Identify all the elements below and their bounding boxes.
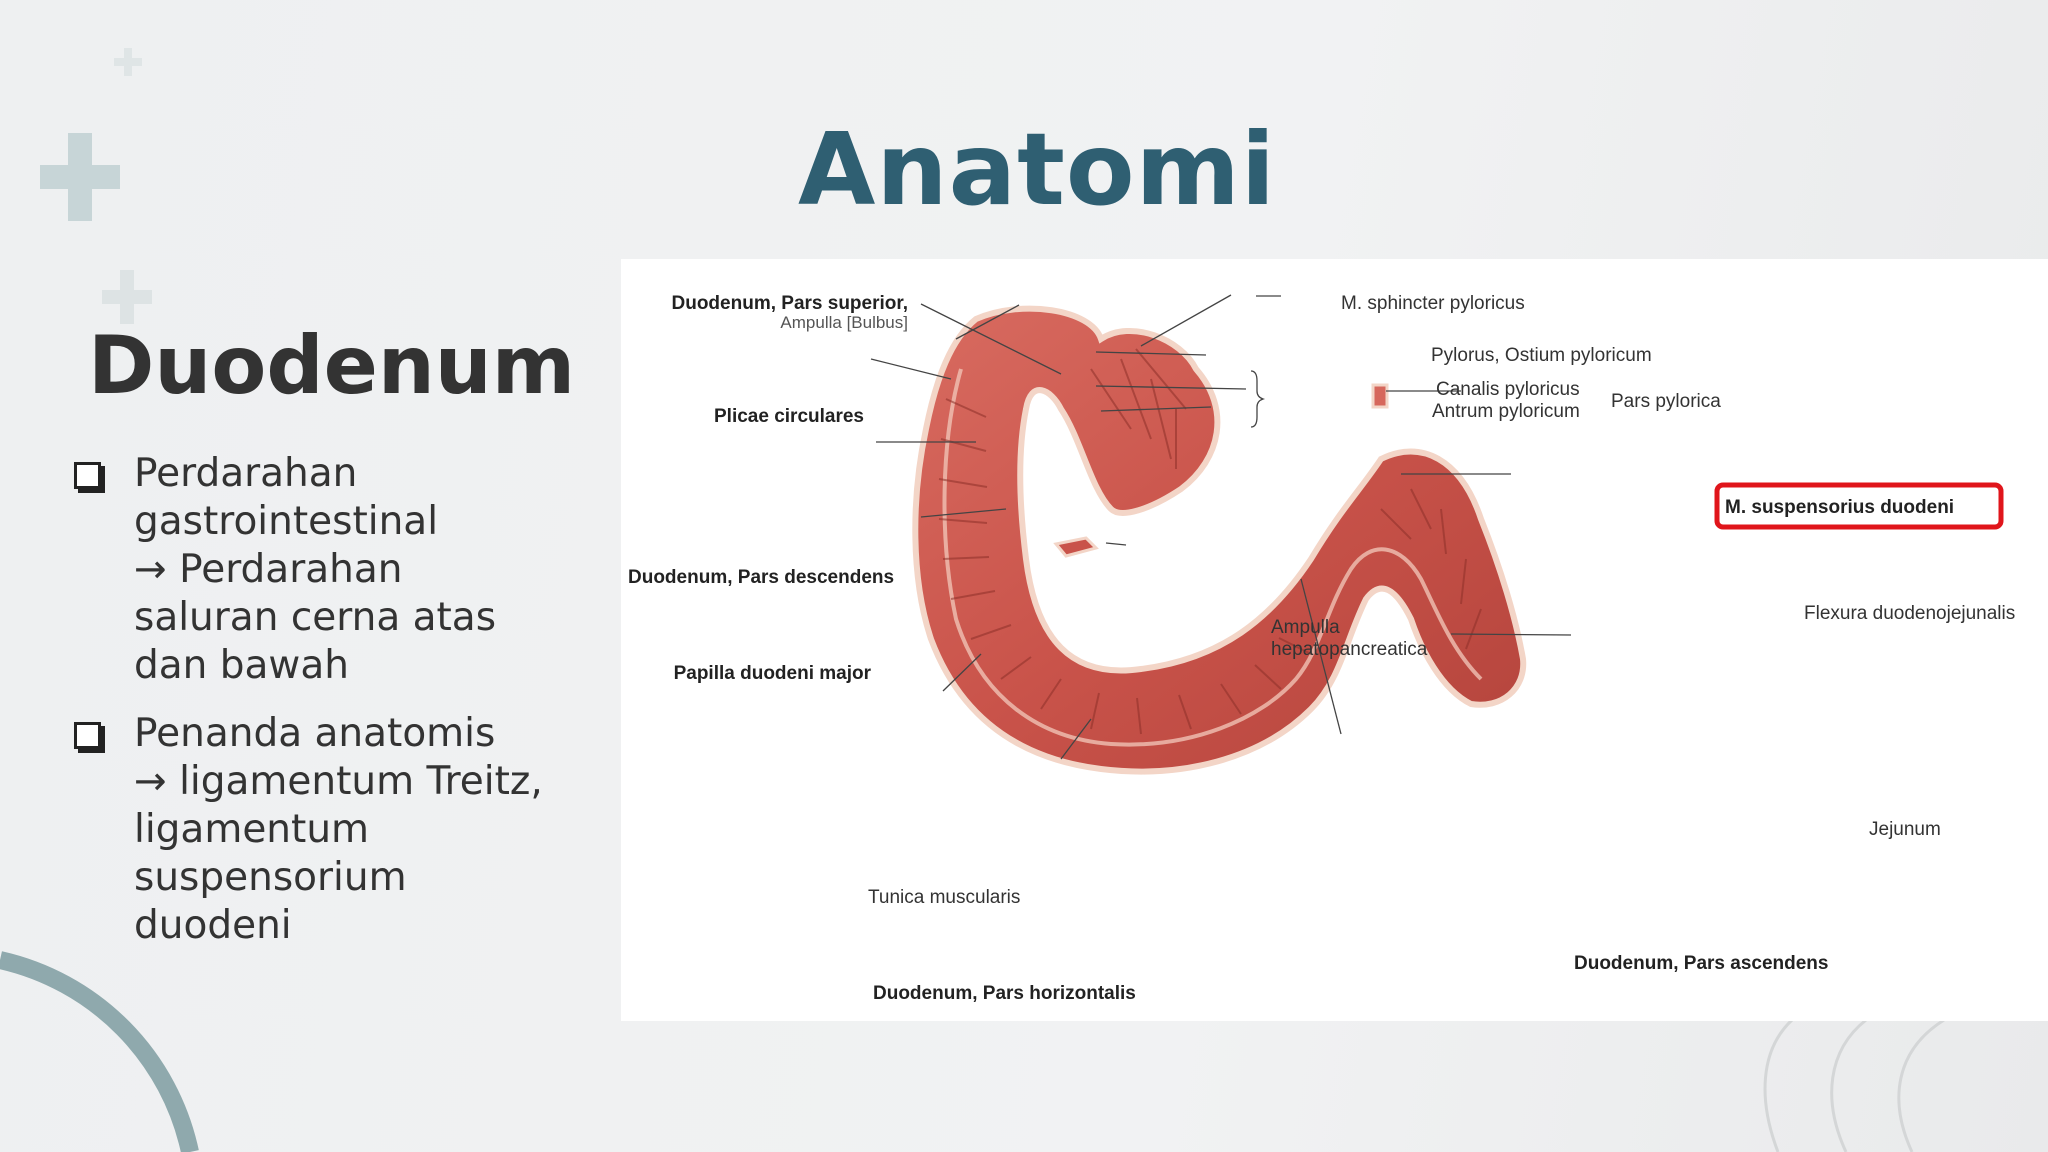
label-flexura-duodenojejunalis: Flexura duodenojejunalis <box>1804 603 2015 624</box>
thin-arc-decoration-2 <box>1830 1018 1867 1152</box>
slide-title: Anatomi <box>798 111 1277 228</box>
bullet-line: suspensorium <box>134 855 407 900</box>
plus-decoration-small <box>114 48 142 76</box>
suspensory-muscle-stub <box>1371 383 1389 409</box>
bullet-line: dan bawah <box>134 643 349 688</box>
duodenum-body <box>912 305 1527 775</box>
label-ampulla-bulbus: Ampulla [Bulbus] <box>780 313 908 332</box>
label-pylorus: Pylorus, Ostium pyloricum <box>1431 345 1652 366</box>
label-pars-horizontalis: Duodenum, Pars horizontalis <box>873 983 1136 1004</box>
thin-arc-decoration-1 <box>1763 1018 1794 1152</box>
section-subtitle: Duodenum <box>88 319 576 412</box>
bullet-line: gastrointestinal <box>134 499 439 544</box>
label-plicae-circulares: Plicae circulares <box>714 406 864 427</box>
highlight-box <box>1714 482 2004 530</box>
bullet-line: Perdarahan <box>134 451 358 496</box>
label-pars-superior: Duodenum, Pars superior, <box>672 293 909 314</box>
teal-arc-decoration <box>0 951 199 1152</box>
plus-decoration-large <box>40 133 120 221</box>
bullet-line: Penanda anatomis <box>134 711 496 756</box>
label-hepatopancreatica: hepatopancreatica <box>1271 639 1428 660</box>
label-pars-ascendens: Duodenum, Pars ascendens <box>1574 953 1828 974</box>
label-antrum-pyloricum: Antrum pyloricum <box>1432 401 1580 422</box>
bullet-list: Perdarahan gastrointestinal → Perdarahan… <box>72 450 572 970</box>
anatomy-labels: Duodenum, Pars superior, Ampulla [Bulbus… <box>628 293 2015 1004</box>
mucosa-inner-outline <box>942 368 1483 747</box>
label-papilla-duodeni-major: Papilla duodeni major <box>674 663 872 684</box>
duodenum-organ <box>912 305 1527 775</box>
bullet-item-bleeding: Perdarahan gastrointestinal → Perdarahan… <box>72 450 572 690</box>
bullet-line: ligamentum <box>134 807 370 852</box>
label-pars-descendens: Duodenum, Pars descendens <box>628 567 894 588</box>
bullet-line: duodeni <box>134 903 292 948</box>
label-tunica-muscularis: Tunica muscularis <box>868 887 1020 908</box>
leader-lines <box>870 294 1572 760</box>
duodenum-illustration: Duodenum, Pars superior, Ampulla [Bulbus… <box>628 293 2015 1004</box>
label-jejunum: Jejunum <box>1869 819 1941 840</box>
label-sphincter-pyloricus: M. sphincter pyloricus <box>1341 293 1525 314</box>
bullet-line: saluran cerna atas <box>134 595 497 640</box>
checkbox-icon <box>74 462 101 489</box>
bullet-item-landmark: Penanda anatomis → ligamentum Treitz, li… <box>72 710 572 950</box>
bile-duct-stub <box>1053 536 1099 558</box>
label-ampulla: Ampulla <box>1271 617 1340 638</box>
label-canalis-pyloricus: Canalis pyloricus <box>1436 379 1580 400</box>
duodenum-anatomy-figure: Duodenum, Pars superior, Ampulla [Bulbus… <box>621 259 2048 1021</box>
bullet-line: → ligamentum Treitz, <box>134 759 543 804</box>
bullet-line: → Perdarahan <box>134 547 403 592</box>
checkbox-icon <box>74 722 101 749</box>
plus-decoration-medium <box>102 270 152 324</box>
label-suspensorius-duodeni: M. suspensorius duodeni <box>1725 497 1954 518</box>
thin-arc-decoration-3 <box>1897 1018 1945 1152</box>
label-pars-pylorica: Pars pylorica <box>1611 391 1721 412</box>
